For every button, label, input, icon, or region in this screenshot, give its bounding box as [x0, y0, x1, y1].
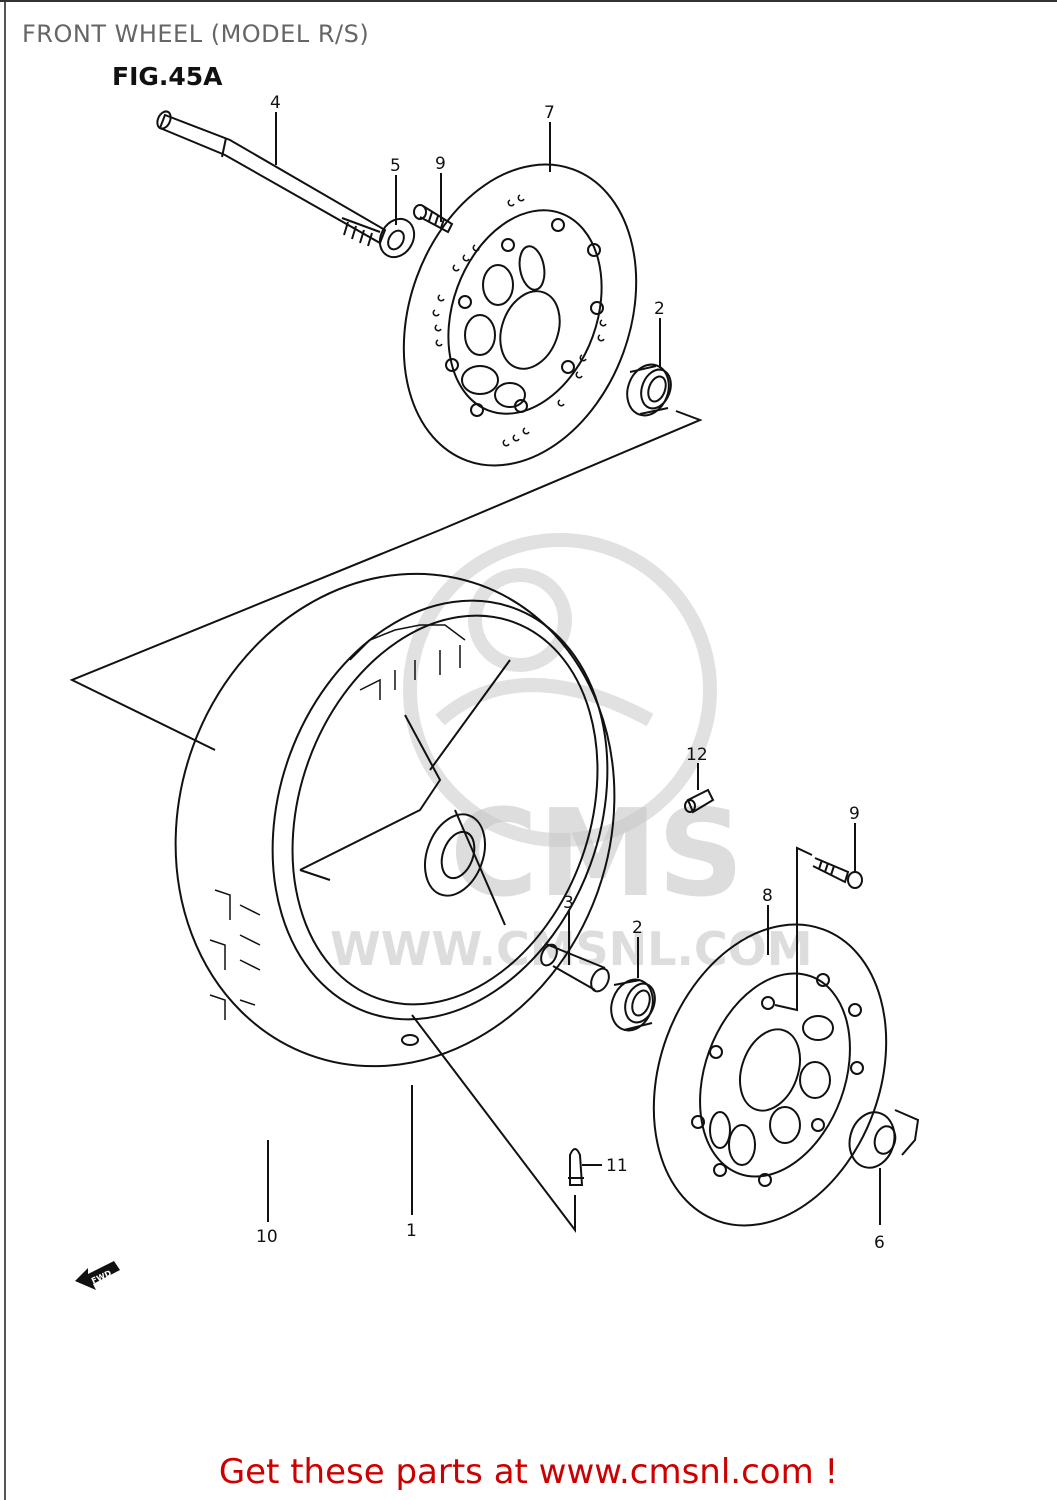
bearing-top [626, 363, 672, 417]
watermark-url-text: WWW.CMSNL.COM [330, 922, 813, 976]
bearing-bottom [610, 978, 656, 1032]
valve-part [568, 1148, 584, 1186]
callout-9-bottom: 9 [849, 804, 860, 824]
callout-9-top: 9 [435, 154, 446, 174]
callout-2-bottom: 2 [632, 918, 643, 938]
callout-1: 1 [406, 1221, 417, 1241]
callout-11: 11 [606, 1156, 628, 1176]
assembly-line-left [69, 529, 441, 751]
speedometer-gearbox-part [848, 1109, 920, 1169]
assembly-line-top [439, 410, 703, 531]
fwd-label: FWD [90, 1268, 113, 1285]
spacer-part [540, 943, 610, 993]
footer-cta-link[interactable]: Get these parts at www.cmsnl.com ! [218, 1452, 839, 1492]
callout-5: 5 [390, 156, 401, 176]
callout-6: 6 [874, 1233, 885, 1253]
disc-bolt-top [413, 204, 454, 234]
left-border [4, 0, 6, 1500]
callout-7: 7 [544, 103, 555, 123]
top-border [0, 0, 1057, 2]
callout-10: 10 [256, 1227, 278, 1247]
fwd-direction-marker: FWD [75, 1261, 120, 1290]
assembly-line-valve [411, 1014, 576, 1233]
callout-8: 8 [762, 886, 773, 906]
figure-label: FIG.45A [112, 62, 223, 91]
washer-part [378, 217, 416, 259]
callout-12: 12 [686, 745, 708, 765]
callout-2-top: 2 [654, 299, 665, 319]
page-title: FRONT WHEEL (MODEL R/S) [22, 20, 370, 48]
wheel-part [291, 614, 599, 1046]
left-arrow-icon [75, 1261, 120, 1290]
tire-part [174, 572, 616, 1068]
brake-disc-left [402, 163, 638, 467]
assembly-line-bolt [774, 846, 813, 1012]
watermark-logo-text: CMS [450, 785, 744, 924]
callout-4: 4 [270, 93, 281, 113]
valve-cap-part [684, 788, 715, 814]
axle-part [156, 110, 387, 247]
callout-3: 3 [563, 893, 574, 913]
disc-bolt-bottom [812, 857, 863, 889]
